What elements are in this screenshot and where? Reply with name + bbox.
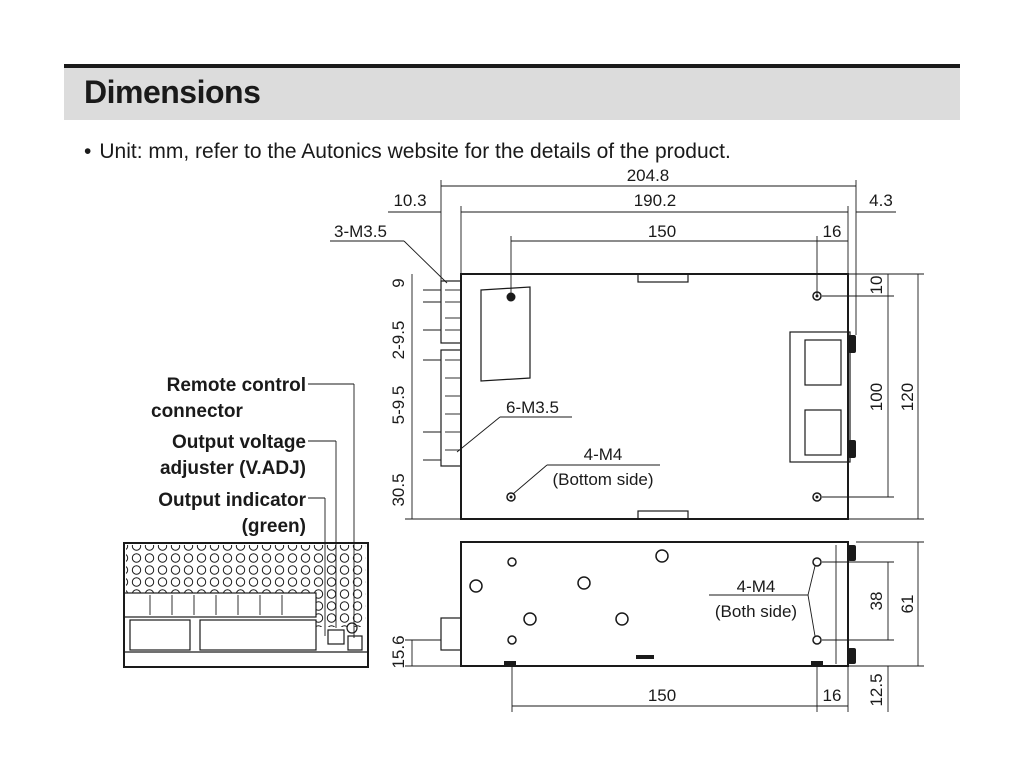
- terminal-label-6m35: 6-M3.5: [506, 398, 559, 417]
- unit-note: • Unit: mm, refer to the Autonics website…: [84, 140, 731, 164]
- dim-hole-offset: 16: [823, 222, 842, 241]
- side-view-body: [460, 541, 849, 667]
- callout-indicator-line2: (green): [242, 516, 306, 537]
- note-bullet: •: [84, 140, 92, 163]
- dim-right-3: 120: [898, 383, 917, 411]
- side-dim-hole-pitch: 150: [648, 686, 676, 705]
- dim-left-3: 5-9.5: [389, 386, 408, 425]
- note-text: Unit: mm, refer to the Autonics website …: [99, 140, 731, 163]
- dim-right-offset: 4.3: [869, 191, 893, 210]
- dim-left-1: 9: [389, 278, 408, 287]
- top-view: 204.8 190.2 10.3 4.3 150 16 3-M3.5 6-M3.…: [330, 166, 924, 520]
- callout-vadj-line2: adjuster (V.ADJ): [160, 458, 306, 479]
- fan-housing: [789, 331, 851, 463]
- dim-overall-width: 204.8: [627, 166, 670, 185]
- side-dim-hole-offset: 16: [823, 686, 842, 705]
- side-holes-note: (Both side): [715, 602, 797, 621]
- terminal-label-3m35: 3-M3.5: [334, 222, 387, 241]
- callout-remote-line2: connector: [151, 401, 243, 422]
- callout-vadj-line1: Output voltage: [172, 432, 306, 453]
- dim-left-offset: 10.3: [393, 191, 426, 210]
- side-dim-right-1: 38: [867, 592, 886, 611]
- dim-right-2: 100: [867, 383, 886, 411]
- callout-indicator-line1: Output indicator: [158, 490, 306, 511]
- dim-body-width: 190.2: [634, 191, 677, 210]
- side-dim-right-3: 12.5: [867, 673, 886, 706]
- side-dim-left: 15.6: [389, 635, 408, 668]
- dim-right-1: 10: [867, 276, 886, 295]
- callout-remote-line1: Remote control: [167, 375, 306, 396]
- side-view: 4-M4 (Both side) 150 16 38 61 12.5 15.6: [389, 541, 924, 712]
- bottom-holes-label: 4-M4: [584, 445, 623, 464]
- section-header: Dimensions: [64, 64, 960, 120]
- page-title: Dimensions: [84, 74, 261, 110]
- dim-left-2: 2-9.5: [389, 321, 408, 360]
- side-dim-right-2: 61: [898, 595, 917, 614]
- dim-hole-pitch: 150: [648, 222, 676, 241]
- terminal-block-large: [440, 349, 462, 467]
- side-holes-label: 4-M4: [737, 577, 776, 596]
- dim-left-4: 30.5: [389, 473, 408, 506]
- front-view: Remote control connector Output voltage …: [123, 375, 369, 668]
- label-plate: [480, 286, 531, 382]
- bottom-holes-note: (Bottom side): [552, 470, 653, 489]
- terminal-block-small: [440, 280, 462, 344]
